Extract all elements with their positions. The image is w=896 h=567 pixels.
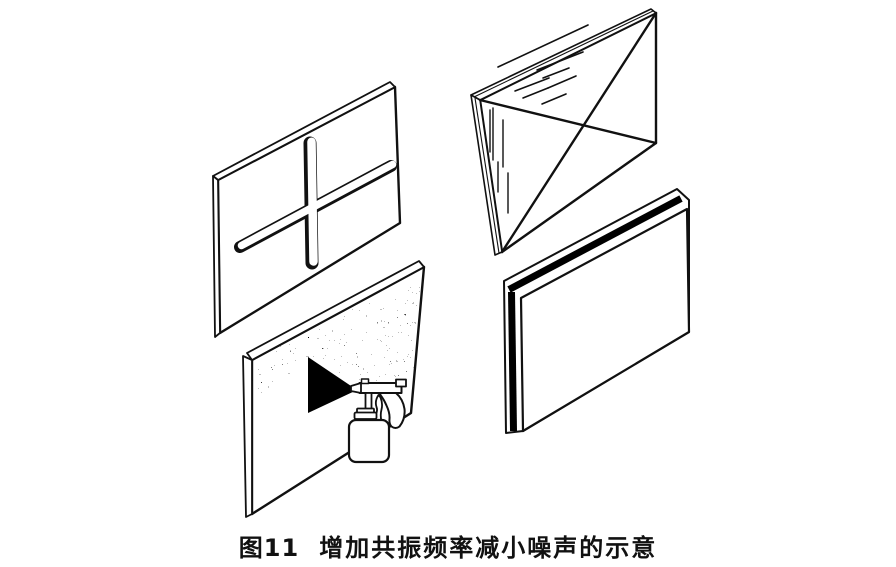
laminated-panel-drawing <box>503 188 691 434</box>
damping-layer-left <box>508 291 517 432</box>
spray-coating-texture <box>252 267 424 402</box>
panel-face <box>519 207 691 433</box>
panel-left-edge <box>212 175 221 338</box>
damping-layer-top <box>507 195 683 293</box>
spray-cone <box>308 357 357 413</box>
diagonal-braces <box>478 11 658 254</box>
edge-hatches <box>489 107 509 214</box>
reflection-hatches <box>497 24 589 105</box>
figure-caption: 图11 增加共振频率减小噪声的示意 <box>0 528 896 563</box>
spray-gun-knob <box>360 378 370 385</box>
siphon-tube <box>364 392 373 410</box>
cross-rib <box>234 136 397 270</box>
spray-gun-cap <box>395 378 407 388</box>
paint-bottle <box>347 418 391 464</box>
cross-ribbed-panel-drawing <box>212 81 402 338</box>
spray-gun <box>347 378 407 464</box>
diagonal-braced-panel-drawing <box>470 8 658 256</box>
panel-left-edge <box>242 355 253 518</box>
spray-coated-panel-drawing <box>242 260 426 518</box>
spray-gun-handle <box>379 392 406 429</box>
figure-caption-title: 增加共振频率减小噪声的示意 <box>319 534 658 562</box>
spray-nozzle <box>350 382 362 394</box>
figure-caption-label: 图11 <box>238 534 300 562</box>
bottle-cap-flange <box>353 411 378 420</box>
